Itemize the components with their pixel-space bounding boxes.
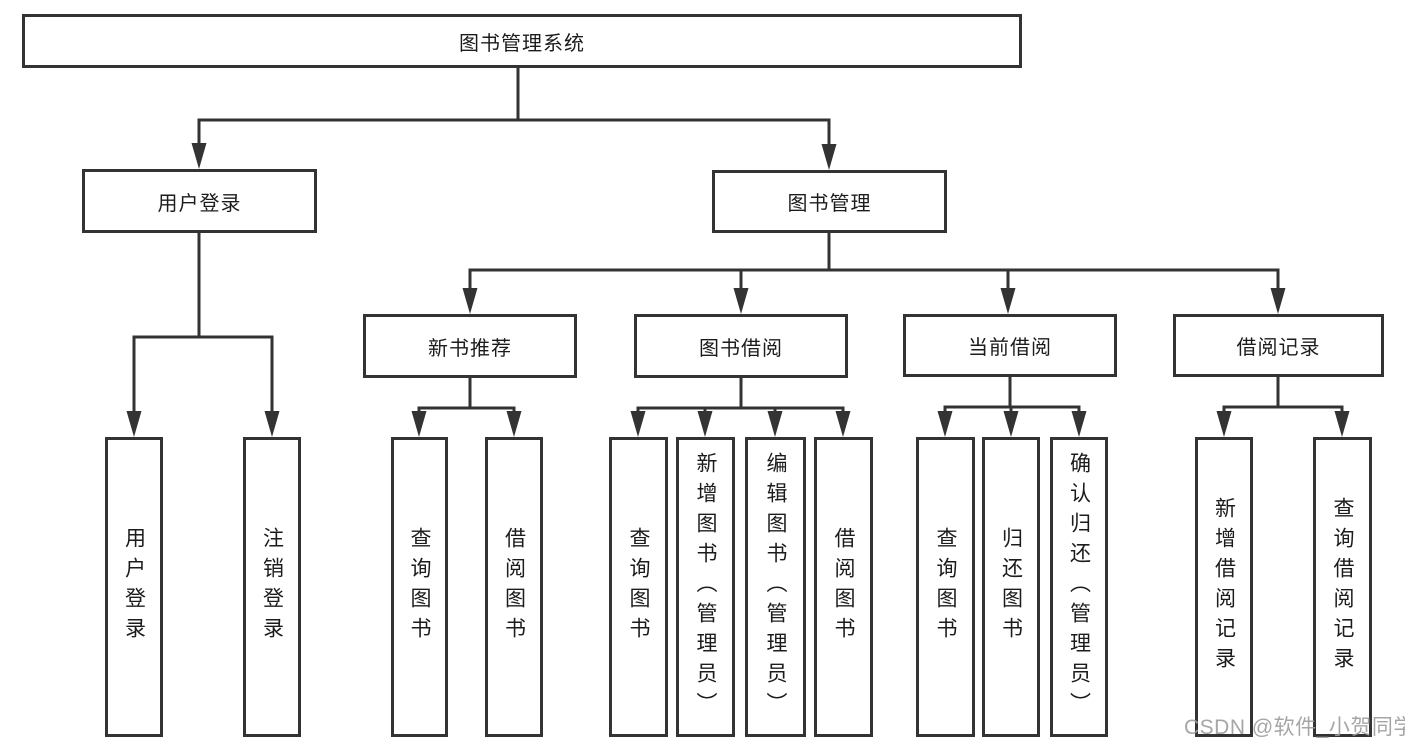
node-book-borrow: 图书借阅 [634,314,848,378]
leaf-logout-login: 注销登录 [243,437,301,737]
node-library-system-label: 图书管理系统 [459,32,585,55]
leaf-query-books-current: 查询图书 [916,437,975,737]
leaf-query-books-current-label: 查询图书 [934,527,957,647]
leaf-user-login: 用户登录 [105,437,163,737]
leaf-return-books-label: 归还图书 [999,527,1023,647]
node-book-borrow-label: 图书借阅 [699,337,783,360]
leaf-edit-books-admin: 编辑图书（管理员） [745,437,806,737]
leaf-add-borrow-record-label: 新增借阅记录 [1212,497,1236,677]
leaf-return-books: 归还图书 [982,437,1040,737]
leaf-add-books-admin-label: 新增图书（管理员） [694,452,717,722]
node-borrow-records: 借阅记录 [1173,314,1384,377]
node-user-login-label: 用户登录 [157,192,242,215]
leaf-query-borrow-record: 查询借阅记录 [1313,437,1372,737]
node-new-book-recommend-label: 新书推荐 [428,337,512,360]
leaf-query-books-borrow-label: 查询图书 [627,527,650,647]
leaf-query-books-recommend: 查询图书 [391,437,448,737]
node-new-book-recommend: 新书推荐 [363,314,577,378]
leaf-borrow-books-borrow-label: 借阅图书 [832,527,855,647]
node-book-management-label: 图书管理 [787,193,872,215]
node-library-system: 图书管理系统 [22,14,1022,68]
leaf-add-borrow-record: 新增借阅记录 [1195,437,1253,737]
leaf-borrow-books-recommend-label: 借阅图书 [502,527,526,647]
leaf-confirm-return-admin-label: 确认归还（管理员） [1067,452,1091,722]
leaf-logout-login-label: 注销登录 [260,527,284,647]
leaf-confirm-return-admin: 确认归还（管理员） [1050,437,1108,737]
node-book-management: 图书管理 [712,170,947,233]
leaf-query-borrow-record-label: 查询借阅记录 [1331,497,1354,677]
leaf-query-books-recommend-label: 查询图书 [408,527,431,647]
leaf-borrow-books-recommend: 借阅图书 [485,437,543,737]
leaf-edit-books-admin-label: 编辑图书（管理员） [764,452,787,722]
leaf-borrow-books-borrow: 借阅图书 [814,437,873,737]
node-current-borrow: 当前借阅 [903,314,1117,377]
node-borrow-records-label: 借阅记录 [1236,337,1321,359]
node-current-borrow-label: 当前借阅 [968,337,1052,359]
leaf-user-login-label: 用户登录 [122,527,146,647]
leaf-query-books-borrow: 查询图书 [609,437,668,737]
csdn-watermark: CSDN @软件_小贺同学 [1184,716,1405,739]
leaf-add-books-admin: 新增图书（管理员） [676,437,735,737]
node-user-login: 用户登录 [82,169,317,233]
